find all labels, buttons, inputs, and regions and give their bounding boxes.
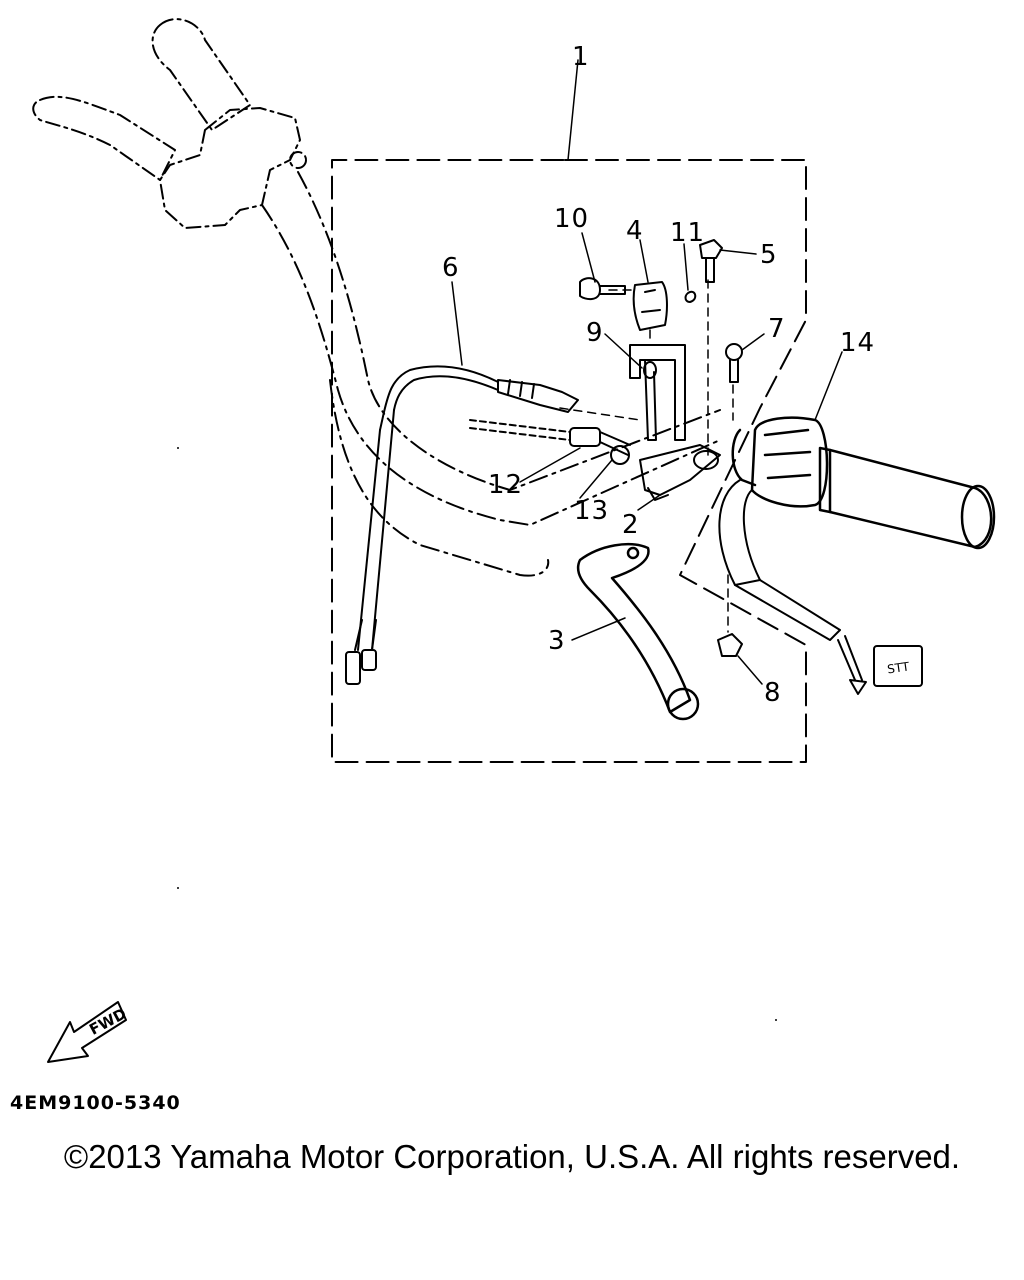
diagram-part-code: 4EM9100-5340 (10, 1092, 181, 1114)
bolt-5 (699, 239, 723, 283)
switch-4 (632, 281, 668, 331)
callout-6: 6 (442, 253, 460, 283)
callout-11: 11 (670, 218, 706, 248)
callout-14: 14 (840, 328, 876, 358)
nut-8 (717, 633, 743, 657)
copyright-notice: ©2013 Yamaha Motor Corporation, U.S.A. A… (63, 1138, 961, 1175)
callout-12: 12 (488, 470, 524, 500)
connector-label: STT (886, 659, 910, 676)
right-grip (818, 446, 996, 550)
callout-10: 10 (554, 204, 590, 234)
switch-cable (718, 479, 923, 695)
callout-7: 7 (768, 314, 786, 344)
lever-holder (639, 444, 721, 501)
left-grip (32, 18, 307, 229)
callout-3: 3 (548, 626, 566, 656)
brake-lever (576, 542, 700, 721)
screw-7 (725, 343, 743, 383)
callout-1: 1 (572, 42, 590, 72)
leader-lines (451, 59, 843, 685)
callout-2: 2 (622, 510, 640, 540)
assembly-boundary-box (331, 159, 807, 763)
callout-5: 5 (760, 240, 778, 270)
callout-4: 4 (626, 216, 644, 246)
stray-specks (177, 447, 777, 1021)
callout-13: 13 (574, 496, 610, 526)
switch-housing (731, 416, 829, 508)
connection-lines (559, 279, 734, 633)
cable-6 (345, 365, 579, 685)
screw-10 (579, 277, 626, 301)
adjuster-12 (469, 419, 631, 456)
fwd-arrow-icon (47, 1001, 127, 1063)
callout-9: 9 (586, 318, 604, 348)
pin-11 (684, 290, 697, 303)
handlebar (261, 171, 721, 577)
bracket-9 (629, 344, 686, 441)
nut-13 (610, 445, 630, 465)
callout-8: 8 (764, 678, 782, 708)
